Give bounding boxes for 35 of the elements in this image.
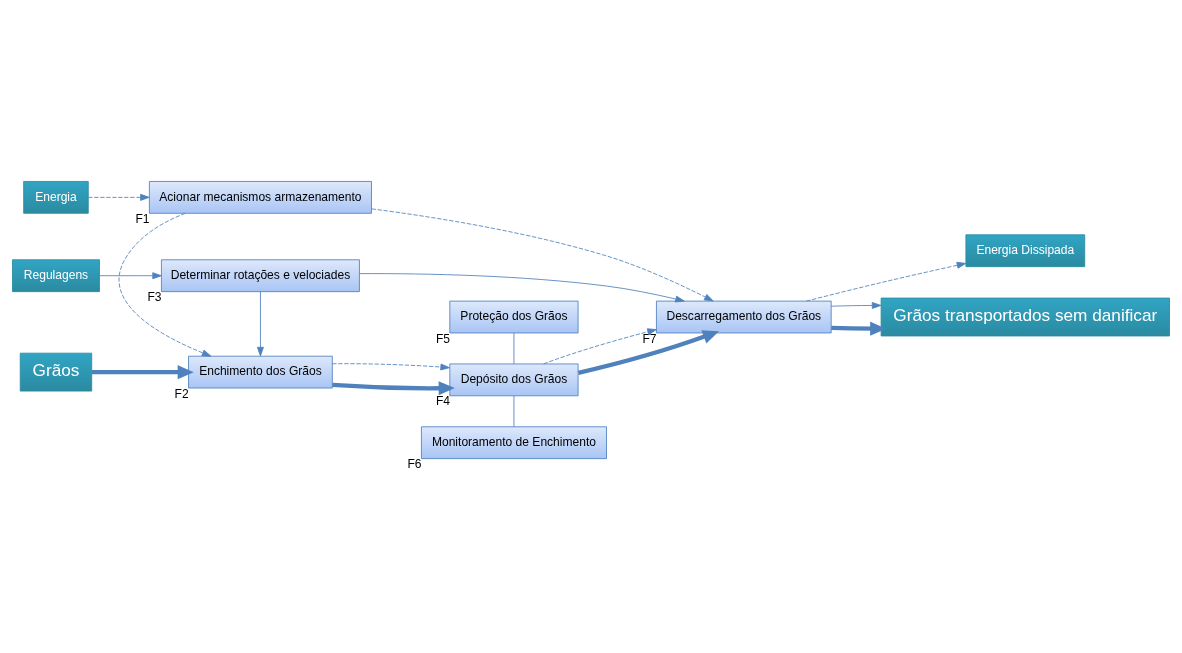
arrow [332, 381, 455, 396]
arrow [543, 328, 657, 365]
node-label: F4 [435, 394, 450, 409]
arrow [87, 193, 150, 201]
arrow [831, 321, 887, 336]
node-box: Energia [23, 181, 89, 214]
node-box: Enchimento dos Grãos [188, 355, 333, 389]
node-label: F5 [435, 331, 450, 346]
node-box: Depósito dos Grãos [449, 363, 579, 397]
node-label: F3 [147, 290, 162, 305]
arrow [805, 261, 967, 302]
connector [513, 395, 515, 428]
node-box: Acionar mecanismos armazenamento [148, 181, 372, 214]
arrow [257, 291, 264, 357]
arrow [118, 212, 212, 357]
node-box: Descarregamento dos Grãos [656, 300, 832, 334]
connector [513, 332, 515, 365]
arrow [371, 208, 714, 302]
arrow [359, 273, 685, 303]
arrow [332, 363, 450, 371]
node-box: Grãos [19, 352, 93, 392]
node-box: Regulagens [12, 259, 100, 293]
node-label: F1 [135, 211, 150, 226]
node-box: Monitoramento de Enchimento [421, 426, 607, 460]
node-label: F7 [642, 331, 657, 346]
node-box: Grãos transportados sem danificar [880, 297, 1170, 337]
arrow [830, 302, 882, 309]
node-label: F2 [174, 386, 189, 401]
arrow [91, 365, 194, 380]
arrow [577, 330, 719, 375]
arrow [99, 272, 162, 280]
node-box: Determinar rotações e velociades [161, 259, 360, 293]
node-box: Energia Dissipada [965, 234, 1086, 268]
node-box: Proteção dos Grãos [449, 300, 579, 334]
node-label: F6 [407, 457, 422, 472]
